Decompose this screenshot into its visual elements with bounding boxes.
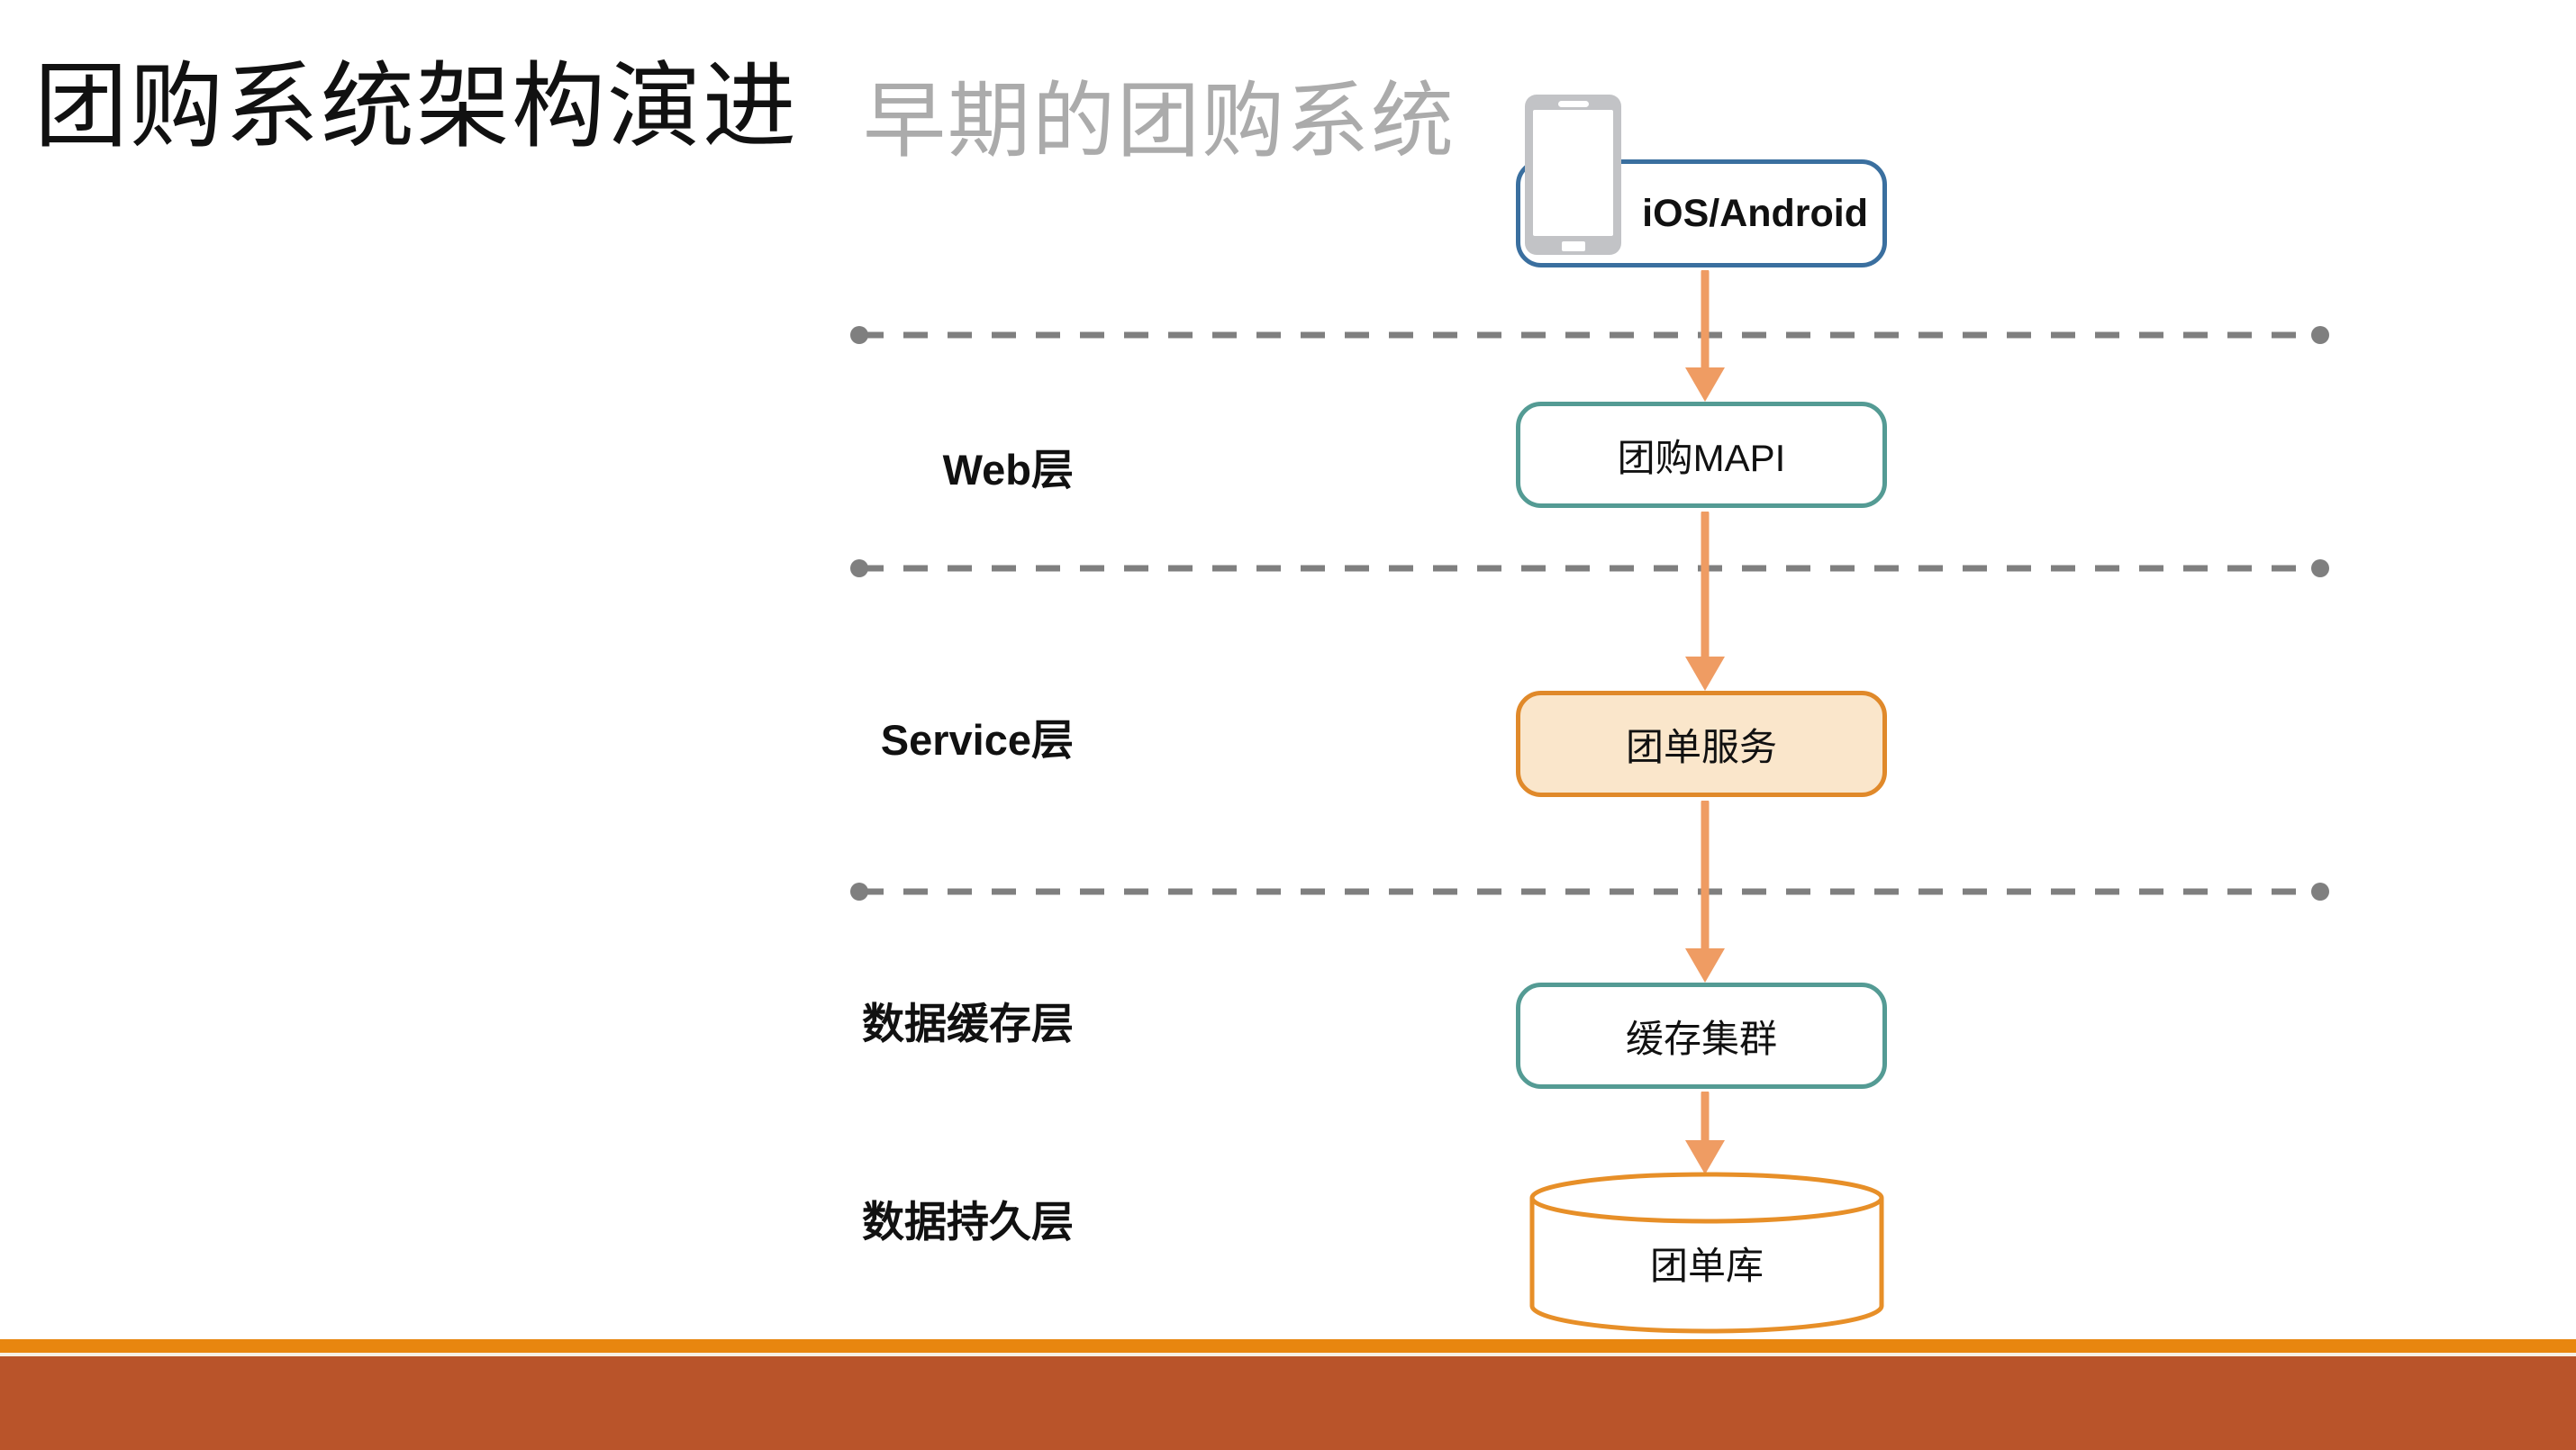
layer-label-data-cache: 数据缓存层 bbox=[862, 1000, 1074, 1047]
node-mapi-label: 团购MAPI bbox=[1617, 436, 1786, 479]
flow-arrow-mapi-to-service bbox=[1685, 512, 1725, 691]
footer-divider-line bbox=[0, 1353, 2576, 1356]
database-cylinder-icon bbox=[1529, 1172, 1884, 1334]
smartphone-icon bbox=[1525, 95, 1621, 255]
node-tuangou-mapi: 团购MAPI bbox=[1516, 402, 1887, 508]
node-service-label: 团单服务 bbox=[1625, 725, 1777, 768]
footer-accent-bar bbox=[0, 1339, 2576, 1353]
flow-arrow-service-to-cache bbox=[1685, 801, 1725, 983]
page-subtitle: 早期的团购系统 bbox=[863, 76, 1456, 168]
node-client-ios-android: iOS/Android bbox=[1516, 159, 1887, 267]
node-tuandan-service: 团单服务 bbox=[1516, 691, 1887, 797]
flow-arrow-cache-to-db bbox=[1685, 1092, 1725, 1174]
footer-base-bar bbox=[0, 1356, 2576, 1450]
smartphone-home-button bbox=[1561, 241, 1585, 251]
layer-label-web: Web层 bbox=[942, 446, 1074, 494]
node-cache-label: 缓存集群 bbox=[1625, 1017, 1777, 1060]
flow-arrow-client-to-mapi bbox=[1685, 270, 1725, 402]
layer-divider-line-1 bbox=[850, 326, 2329, 344]
node-cache-cluster: 缓存集群 bbox=[1516, 983, 1887, 1089]
layer-label-service: Service层 bbox=[880, 716, 1074, 764]
node-client-label: iOS/Android bbox=[1642, 191, 1868, 235]
smartphone-screen bbox=[1533, 110, 1613, 236]
layer-divider-line-3 bbox=[850, 883, 2329, 901]
smartphone-speaker bbox=[1557, 101, 1589, 107]
page-title: 团购系统架构演进 bbox=[34, 55, 799, 159]
layer-divider-line-2 bbox=[850, 559, 2329, 577]
layer-label-data-persist: 数据持久层 bbox=[862, 1198, 1074, 1246]
node-db-label: 团单库 bbox=[1649, 1245, 1764, 1287]
